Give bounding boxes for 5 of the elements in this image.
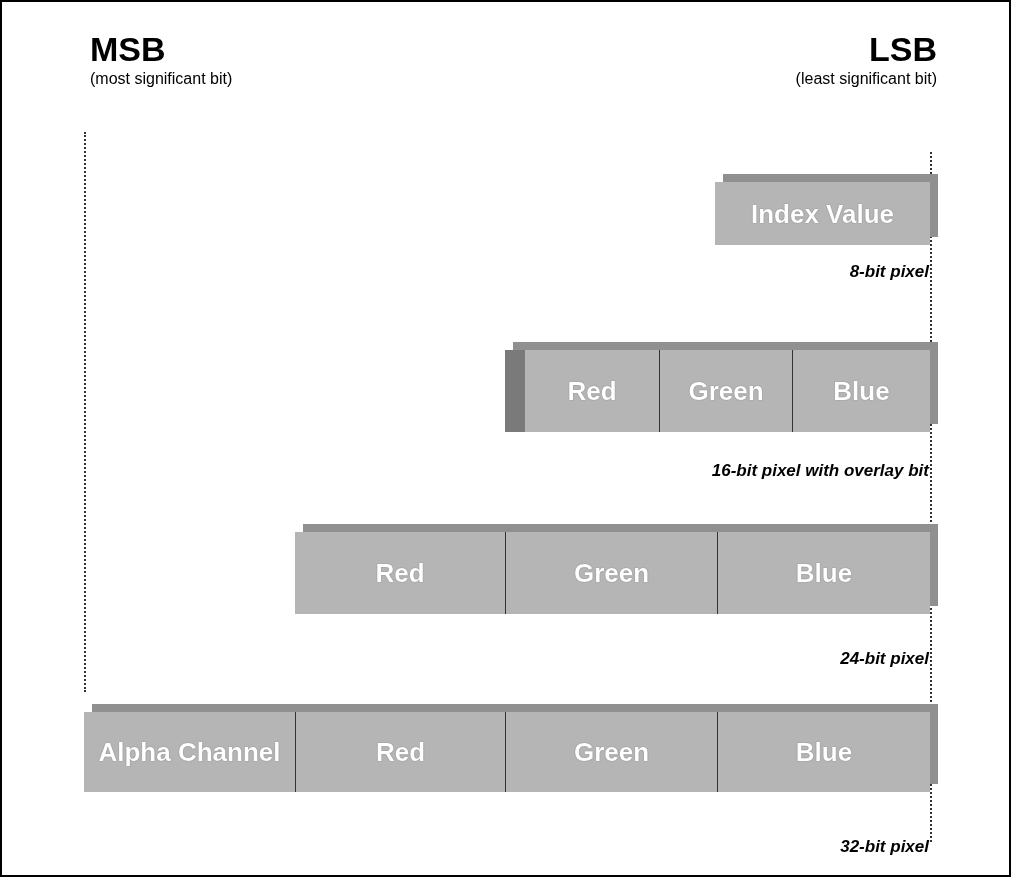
msb-heading: MSB (90, 30, 166, 69)
lsb-heading: LSB (869, 30, 937, 69)
msb-subtitle: (most significant bit) (90, 70, 233, 88)
overlay-bit-bar (505, 350, 525, 432)
lsb-subtitle: (least significant bit) (795, 70, 937, 88)
